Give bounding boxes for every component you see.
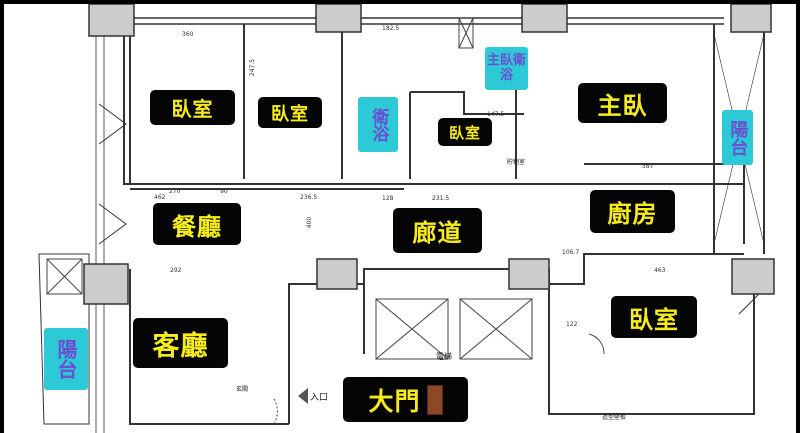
dim-label: 463 [654, 267, 666, 274]
balcony-label-left: 陽台 [44, 328, 88, 390]
dim-label: 247.5 [249, 58, 257, 77]
arrow-left-icon [298, 388, 308, 404]
main-door-text: 大門 [368, 386, 421, 416]
room-label-corridor: 廊道 [393, 208, 482, 253]
elevator-label: 電梯 [436, 352, 452, 361]
main-door-label: 大門 [343, 377, 468, 422]
floor-plan: 360 247.5 270 90 462 236.5 182.5 387 463… [4, 4, 796, 433]
storage-label: 貯物室 [507, 159, 526, 166]
walls [38, 4, 775, 433]
room-label-master-bedroom: 主臥 [578, 83, 667, 123]
master-bathroom-label: 主臥衛浴 [485, 47, 528, 90]
dim-label: 462 [154, 194, 166, 201]
room-label-bedroom: 臥室 [438, 118, 492, 146]
feature-wall-label: 造型壁板 [602, 414, 627, 421]
dim-label: 122 [566, 321, 578, 328]
dim-label: 292 [170, 267, 182, 274]
dim-label: 128 [382, 195, 394, 202]
dim-label: 182.5 [382, 25, 400, 32]
entrance-label: 入口 [310, 392, 329, 403]
room-label-bedroom: 臥室 [258, 97, 322, 128]
room-label-living: 客廳 [133, 318, 228, 368]
dim-label: 400 [306, 216, 314, 229]
room-label-bedroom: 臥室 [611, 296, 697, 338]
dim-label: 387 [642, 163, 654, 170]
room-label-bedroom: 臥室 [150, 90, 235, 125]
balcony-label-right: 陽台 [722, 110, 753, 165]
foyer-label: 玄關 [236, 386, 249, 393]
room-label-kitchen: 廚房 [590, 190, 675, 233]
dim-label: 270 [169, 188, 181, 195]
entrance-marker: 入口 [298, 388, 328, 404]
bathroom-label: 衛浴 [358, 97, 398, 152]
door-icon [426, 384, 443, 415]
dim-label: 236.5 [300, 194, 318, 201]
dim-label: 231.5 [432, 195, 450, 202]
dim-label: 147.5 [487, 111, 505, 118]
dim-label: 90 [220, 188, 228, 195]
room-label-dining: 餐廳 [153, 203, 241, 245]
dim-label: 360 [182, 31, 194, 38]
dim-label: 106.7 [562, 249, 580, 256]
